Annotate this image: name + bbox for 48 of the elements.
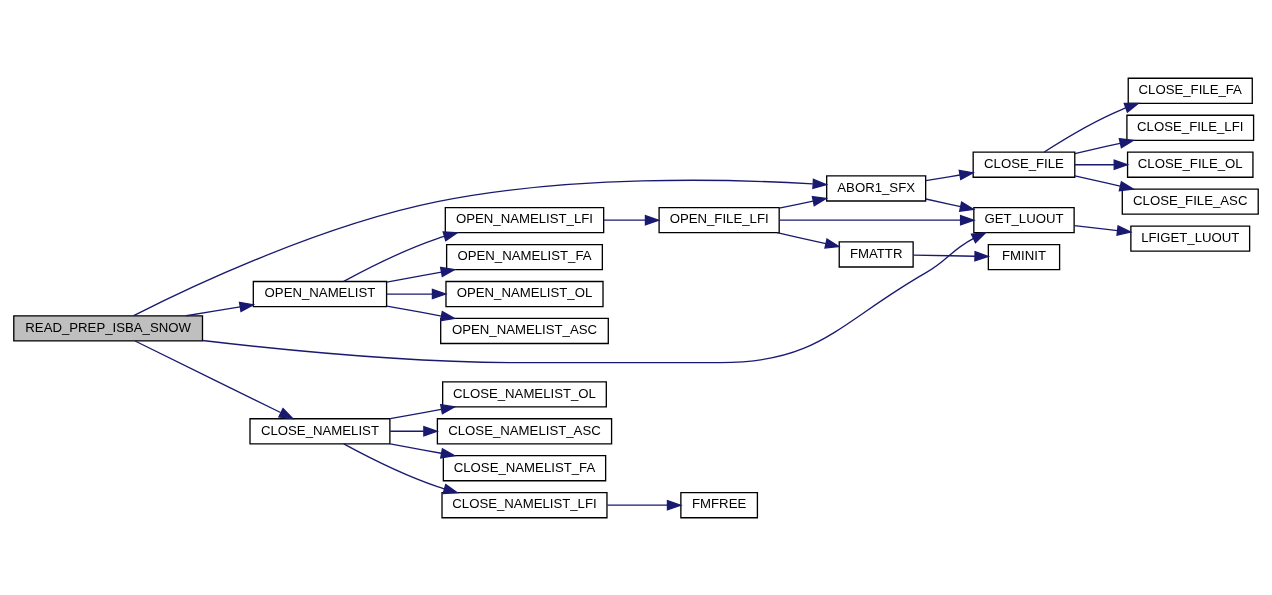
arrow bbox=[603, 214, 661, 226]
node-box: LFIGET_LUOUT bbox=[1130, 224, 1251, 252]
node-box: CLOSE_NAMELIST_ASC bbox=[436, 417, 613, 444]
arrow bbox=[606, 499, 683, 511]
arrow bbox=[343, 442, 460, 494]
arrow bbox=[1074, 174, 1136, 191]
arrow bbox=[389, 425, 440, 437]
node-box: READ_PREP_ISBA_SNOW bbox=[13, 314, 204, 342]
node-box: CLOSE_NAMELIST_FA bbox=[442, 454, 607, 481]
arrow bbox=[389, 442, 457, 459]
node-box: OPEN_NAMELIST_ASC bbox=[440, 317, 609, 344]
arrow bbox=[386, 288, 448, 300]
node-box: OPEN_NAMELIST_LFI bbox=[444, 206, 605, 233]
arrow bbox=[1074, 158, 1130, 170]
arrow bbox=[912, 250, 991, 262]
node-box: FMATTR bbox=[838, 240, 914, 268]
node-box: CLOSE_FILE_OL bbox=[1126, 151, 1254, 178]
arrow bbox=[778, 214, 976, 226]
arrow bbox=[925, 169, 975, 181]
arrow bbox=[1073, 224, 1133, 236]
arrow bbox=[1074, 137, 1136, 154]
node-box: OPEN_NAMELIST_OL bbox=[445, 280, 604, 307]
arrow bbox=[134, 339, 295, 419]
arrow bbox=[343, 230, 460, 282]
node-box: CLOSE_NAMELIST bbox=[249, 417, 391, 444]
node-box: FMINIT bbox=[987, 243, 1061, 270]
node-box: CLOSE_NAMELIST_LFI bbox=[441, 491, 608, 518]
node-box: CLOSE_NAMELIST_OL bbox=[442, 380, 607, 408]
arrow bbox=[776, 231, 841, 249]
node-box: CLOSE_FILE bbox=[972, 151, 1076, 178]
node-box: OPEN_NAMELIST bbox=[252, 280, 388, 307]
arrow bbox=[133, 177, 829, 316]
node-box: OPEN_NAMELIST_FA bbox=[445, 243, 603, 270]
arrow bbox=[778, 195, 829, 209]
arrow bbox=[925, 197, 976, 212]
node-box: CLOSE_FILE_FA bbox=[1127, 77, 1253, 104]
arrow bbox=[386, 304, 457, 321]
arrow bbox=[389, 403, 457, 419]
node-box: GET_LUOUT bbox=[973, 206, 1075, 233]
node-box: OPEN_FILE_LFI bbox=[658, 206, 780, 233]
node-box: ABOR1_SFX bbox=[826, 174, 927, 202]
node-box: CLOSE_FILE_LFI bbox=[1126, 114, 1255, 141]
node-box: CLOSE_FILE_ASC bbox=[1121, 187, 1259, 215]
arrow bbox=[386, 266, 457, 283]
arrow bbox=[1043, 102, 1141, 153]
node-box: FMFREE bbox=[680, 491, 759, 518]
arrow bbox=[185, 301, 256, 316]
arrow bbox=[201, 231, 988, 363]
